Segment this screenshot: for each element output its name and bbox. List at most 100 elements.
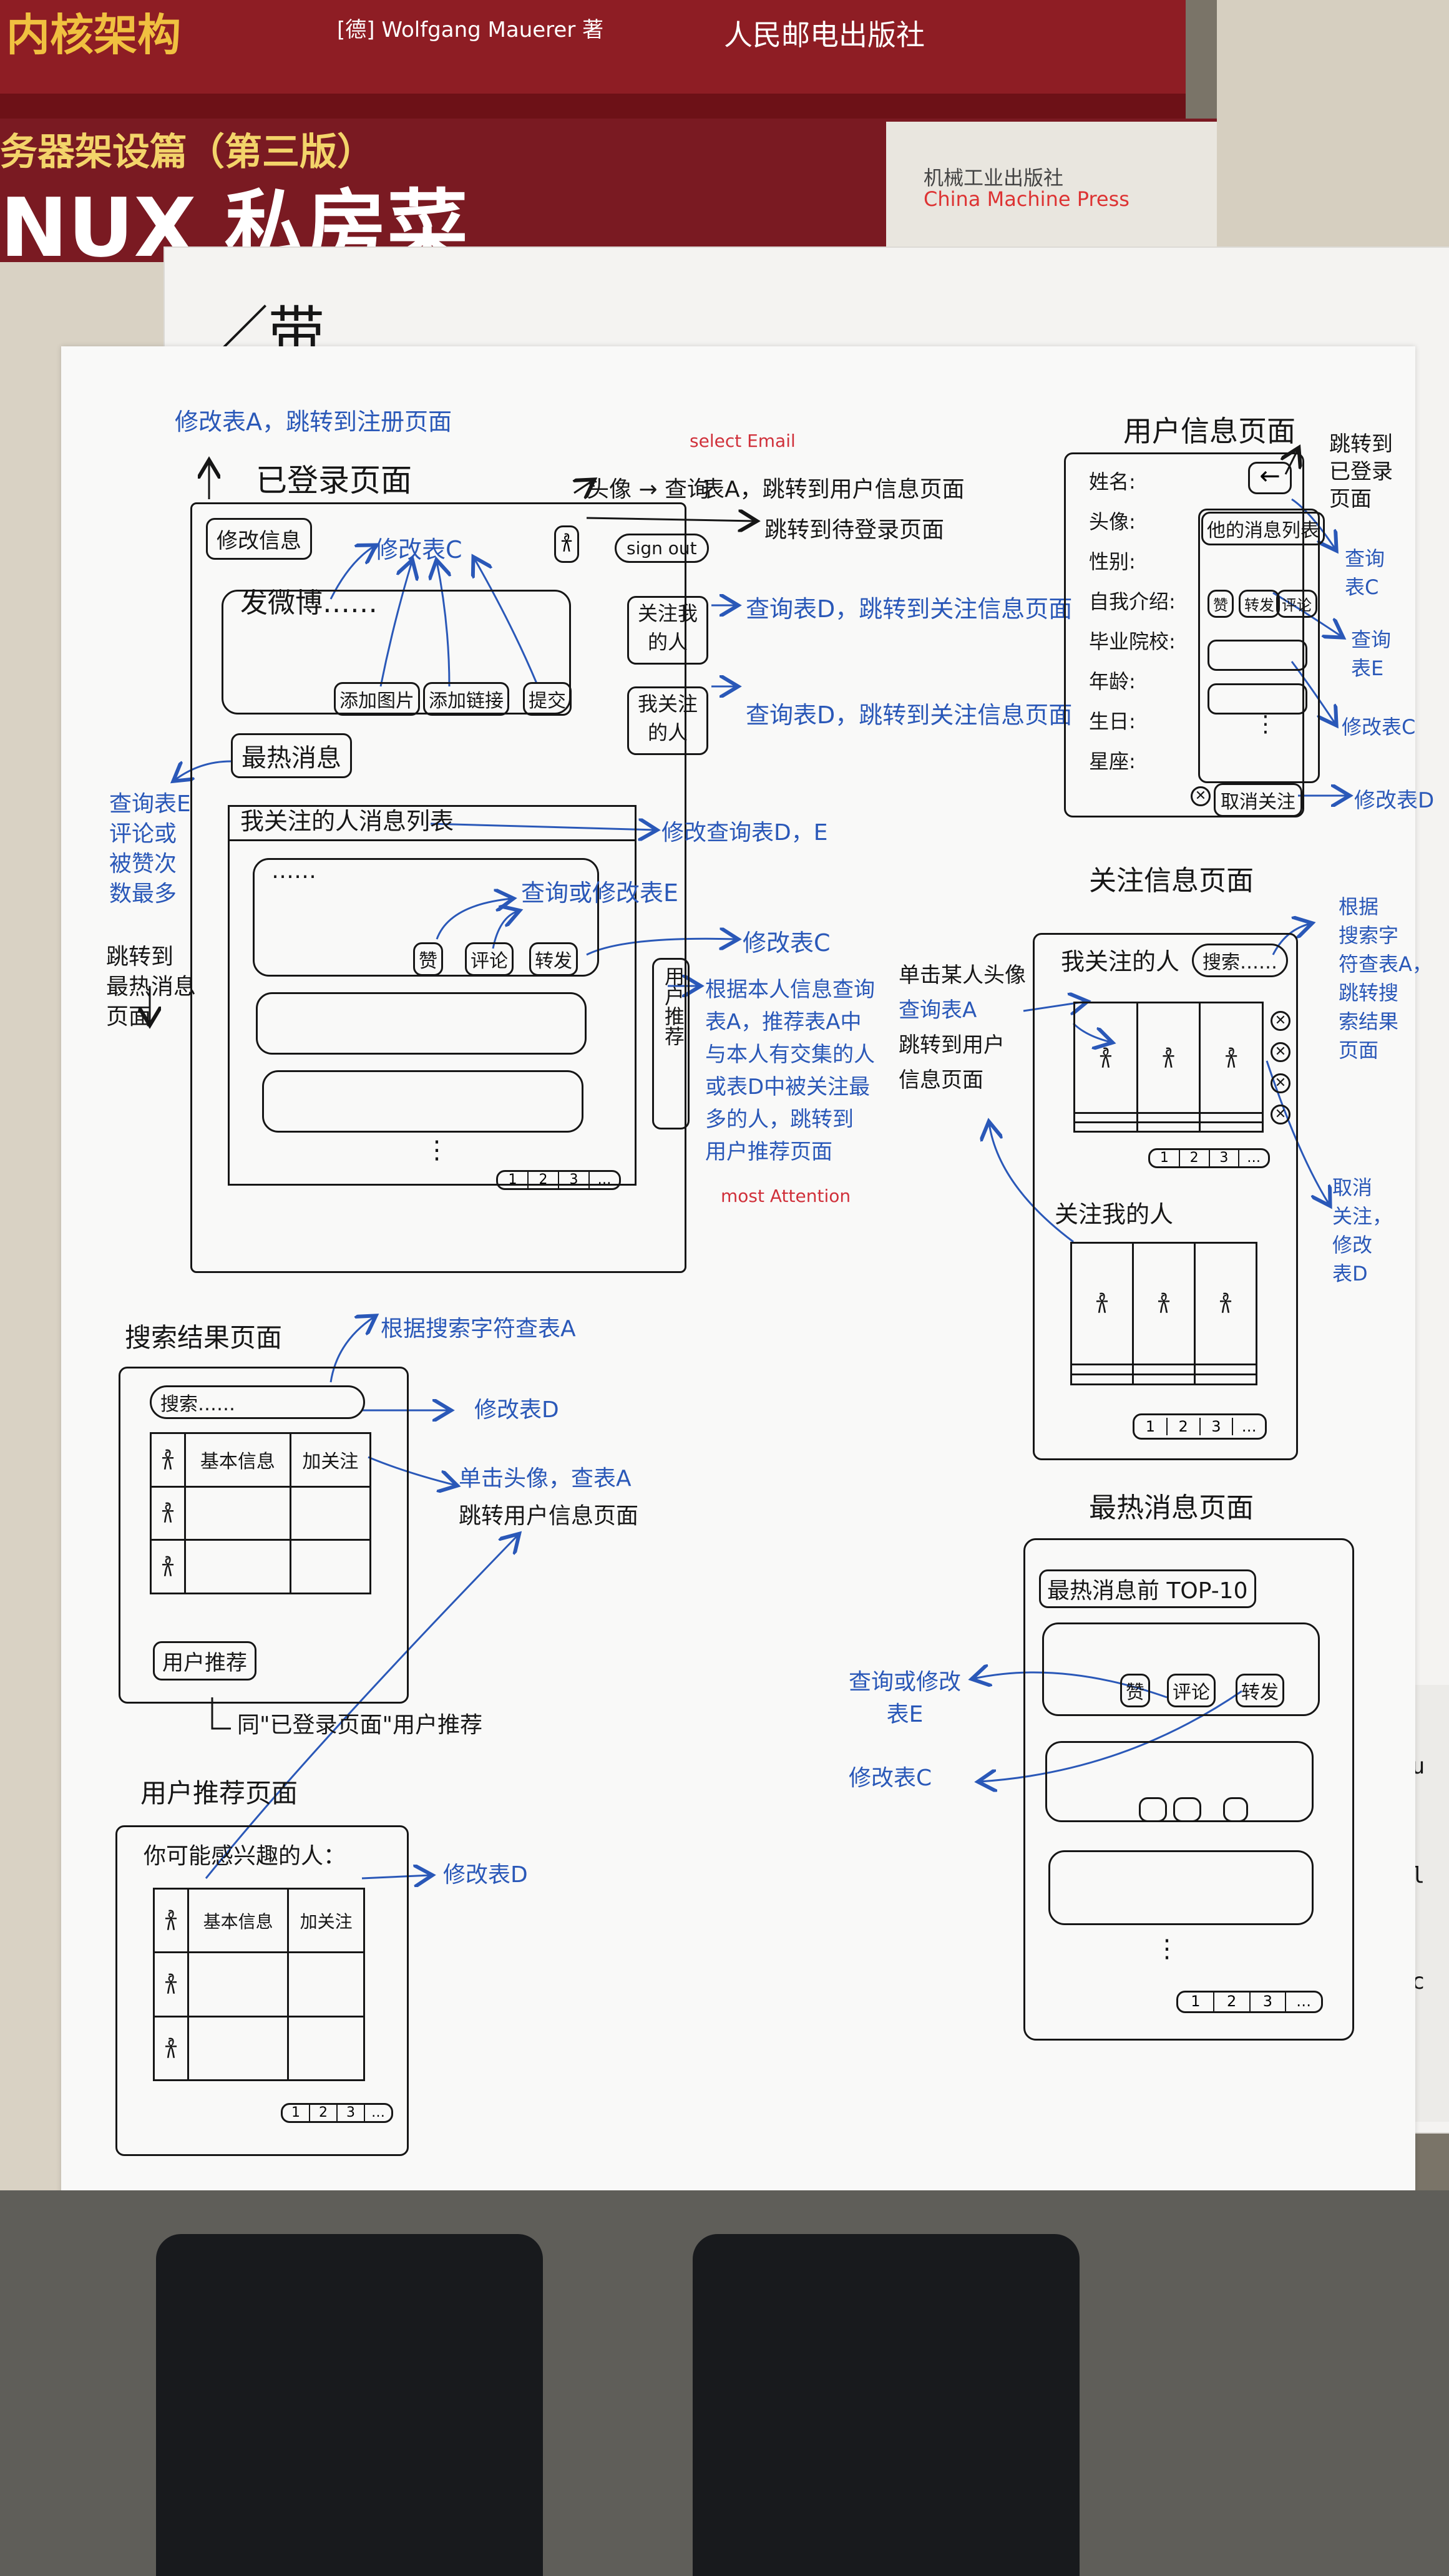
- pager-more[interactable]: …: [597, 1172, 612, 1188]
- user-info-page-title: 用户信息页面: [1123, 414, 1295, 448]
- hot-pager[interactable]: 1 2 3 …: [1176, 1991, 1323, 2013]
- add-link-button[interactable]: 添加链接: [423, 682, 509, 716]
- pager-more[interactable]: …: [1241, 1418, 1257, 1435]
- grid-cell: [1070, 1363, 1134, 1375]
- pager-3[interactable]: 3: [559, 1172, 590, 1188]
- grid-avatar[interactable]: 𐀪: [1199, 1001, 1264, 1115]
- feed-like-button[interactable]: 赞: [413, 942, 443, 976]
- book-top-publisher: 人民邮电出版社: [724, 18, 925, 52]
- unfollow-cross-icon[interactable]: ✕: [1191, 786, 1211, 806]
- pager-3[interactable]: 3: [338, 2105, 365, 2121]
- his-comment-button[interactable]: 评论: [1276, 590, 1317, 618]
- sign-out-note: 跳转到待登录页面: [764, 517, 945, 543]
- pager-3[interactable]: 3: [1210, 1150, 1240, 1166]
- grid-avatar[interactable]: 𐀪: [150, 1485, 186, 1541]
- hot-forward-note: 修改表C: [849, 1765, 932, 1791]
- following-pager[interactable]: 1 2 3 …: [1148, 1148, 1270, 1168]
- feed-pager[interactable]: 1 2 3 …: [496, 1170, 621, 1190]
- hot-item-2-btn[interactable]: [1139, 1797, 1167, 1822]
- pager-1[interactable]: 1: [1134, 1418, 1168, 1435]
- pager-more[interactable]: …: [1296, 1993, 1312, 2010]
- avatar-icon[interactable]: 𐀪: [554, 525, 579, 563]
- grid-avatar[interactable]: 𐀪: [153, 1887, 189, 1954]
- hot-forward-button[interactable]: 转发: [1236, 1674, 1284, 1707]
- post-textbox[interactable]: [222, 590, 571, 715]
- pager-2[interactable]: 2: [529, 1172, 559, 1188]
- pager-1[interactable]: 1: [498, 1172, 529, 1188]
- unfollow-cross-icon[interactable]: ✕: [1271, 1105, 1290, 1125]
- feed-panel: [228, 805, 637, 1186]
- grid-avatar[interactable]: 𐀪: [1073, 1001, 1138, 1115]
- hot-note-line-1: 查询表E: [109, 791, 191, 817]
- his-like-button[interactable]: 赞: [1208, 590, 1234, 618]
- pager-2[interactable]: 2: [1168, 1418, 1201, 1435]
- grid-avatar[interactable]: 𐀪: [150, 1432, 186, 1488]
- search-note-line-4: 跳转搜: [1339, 981, 1399, 1005]
- hot-comment-button[interactable]: 评论: [1167, 1674, 1216, 1707]
- pager-more[interactable]: …: [1247, 1150, 1261, 1166]
- followers-button[interactable]: 关注我的人: [627, 596, 708, 665]
- pager-3[interactable]: 3: [1251, 1993, 1287, 2011]
- submit-button[interactable]: 提交: [523, 682, 572, 716]
- logged-in-page-title: 已登录页面: [256, 462, 412, 499]
- recommend-col-follow[interactable]: 加关注: [287, 1887, 365, 1954]
- hot-page-header: 最热消息前 TOP-10: [1039, 1569, 1256, 1608]
- unfollow-cross-icon[interactable]: ✕: [1271, 1073, 1290, 1093]
- search-note-line-6: 页面: [1339, 1038, 1379, 1062]
- grid-avatar[interactable]: 𐀪: [153, 1951, 189, 2017]
- section-following-title: 我关注的人: [1061, 948, 1180, 975]
- pager-more[interactable]: …: [371, 2105, 385, 2120]
- results-recommend-button[interactable]: 用户推荐: [153, 1641, 256, 1681]
- pager-2[interactable]: 2: [1214, 1993, 1251, 2011]
- grid-avatar[interactable]: 𐀪: [1070, 1242, 1134, 1365]
- user-recommend-button[interactable]: 用户推荐: [652, 958, 690, 1129]
- hot-like-button[interactable]: 赞: [1120, 1674, 1150, 1707]
- field-age: 年龄:: [1089, 670, 1136, 693]
- add-image-button[interactable]: 添加图片: [334, 682, 420, 716]
- pager-2[interactable]: 2: [310, 2105, 338, 2121]
- follow-search-input[interactable]: 搜索……: [1192, 944, 1288, 977]
- results-recommend-note: 同"已登录页面"用户推荐: [237, 1712, 483, 1738]
- his-forward-button[interactable]: 转发: [1239, 590, 1280, 618]
- grid-avatar[interactable]: 𐀪: [1136, 1001, 1201, 1115]
- pager-3[interactable]: 3: [1201, 1418, 1234, 1435]
- pager-1[interactable]: 1: [1150, 1150, 1180, 1166]
- grid-avatar[interactable]: 𐀪: [153, 2015, 189, 2082]
- sign-out-button[interactable]: sign out: [615, 534, 709, 563]
- pager-1[interactable]: 1: [283, 2105, 310, 2121]
- edit-info-button[interactable]: 修改信息: [206, 518, 312, 560]
- recommend-note-red: most Attention: [721, 1186, 851, 1206]
- field-birthday: 生日:: [1089, 710, 1136, 733]
- grid-cell: [287, 2015, 365, 2082]
- pager-2[interactable]: 2: [1180, 1150, 1210, 1166]
- avatar-click-line-4: 信息页面: [899, 1068, 983, 1093]
- search-note-line-1: 根据: [1339, 895, 1379, 919]
- back-arrow-icon[interactable]: ←: [1248, 462, 1292, 494]
- unfollow-cross-icon[interactable]: ✕: [1271, 1011, 1290, 1031]
- grid-avatar[interactable]: 𐀪: [150, 1539, 186, 1594]
- following-button[interactable]: 我关注的人: [627, 686, 708, 755]
- grid-cell: [1136, 1112, 1201, 1124]
- results-search-input[interactable]: 搜索……: [150, 1385, 365, 1419]
- grid-cell: [289, 1485, 372, 1541]
- recommend-note-line-3: 与本人有交集的人: [705, 1042, 875, 1067]
- field-constellation: 星座:: [1089, 749, 1136, 773]
- unfollow-cross-icon[interactable]: ✕: [1271, 1042, 1290, 1062]
- hot-item-2-btn[interactable]: [1223, 1797, 1248, 1822]
- grid-cell: [287, 1951, 365, 2017]
- grid-avatar[interactable]: 𐀪: [1194, 1242, 1257, 1365]
- grid-avatar[interactable]: 𐀪: [1132, 1242, 1196, 1365]
- hot-item-2-btn[interactable]: [1173, 1797, 1201, 1822]
- recommend-pager[interactable]: 1 2 3 …: [281, 2103, 393, 2123]
- book-middle-label-area: [886, 122, 1217, 262]
- feed-forward-button[interactable]: 转发: [529, 942, 578, 976]
- unfollow-button[interactable]: 取消关注: [1214, 783, 1302, 817]
- results-col-follow[interactable]: 加关注: [289, 1432, 372, 1488]
- results-col-basic: 基本信息: [184, 1432, 291, 1488]
- grid-cell: [1132, 1373, 1196, 1386]
- feed-comment-button[interactable]: 评论: [465, 942, 514, 976]
- pager-1[interactable]: 1: [1178, 1993, 1214, 2011]
- hot-messages-button[interactable]: 最热消息: [231, 733, 352, 778]
- feed-more: ⋮: [424, 1136, 449, 1164]
- followers-pager[interactable]: 1 2 3 …: [1133, 1413, 1267, 1440]
